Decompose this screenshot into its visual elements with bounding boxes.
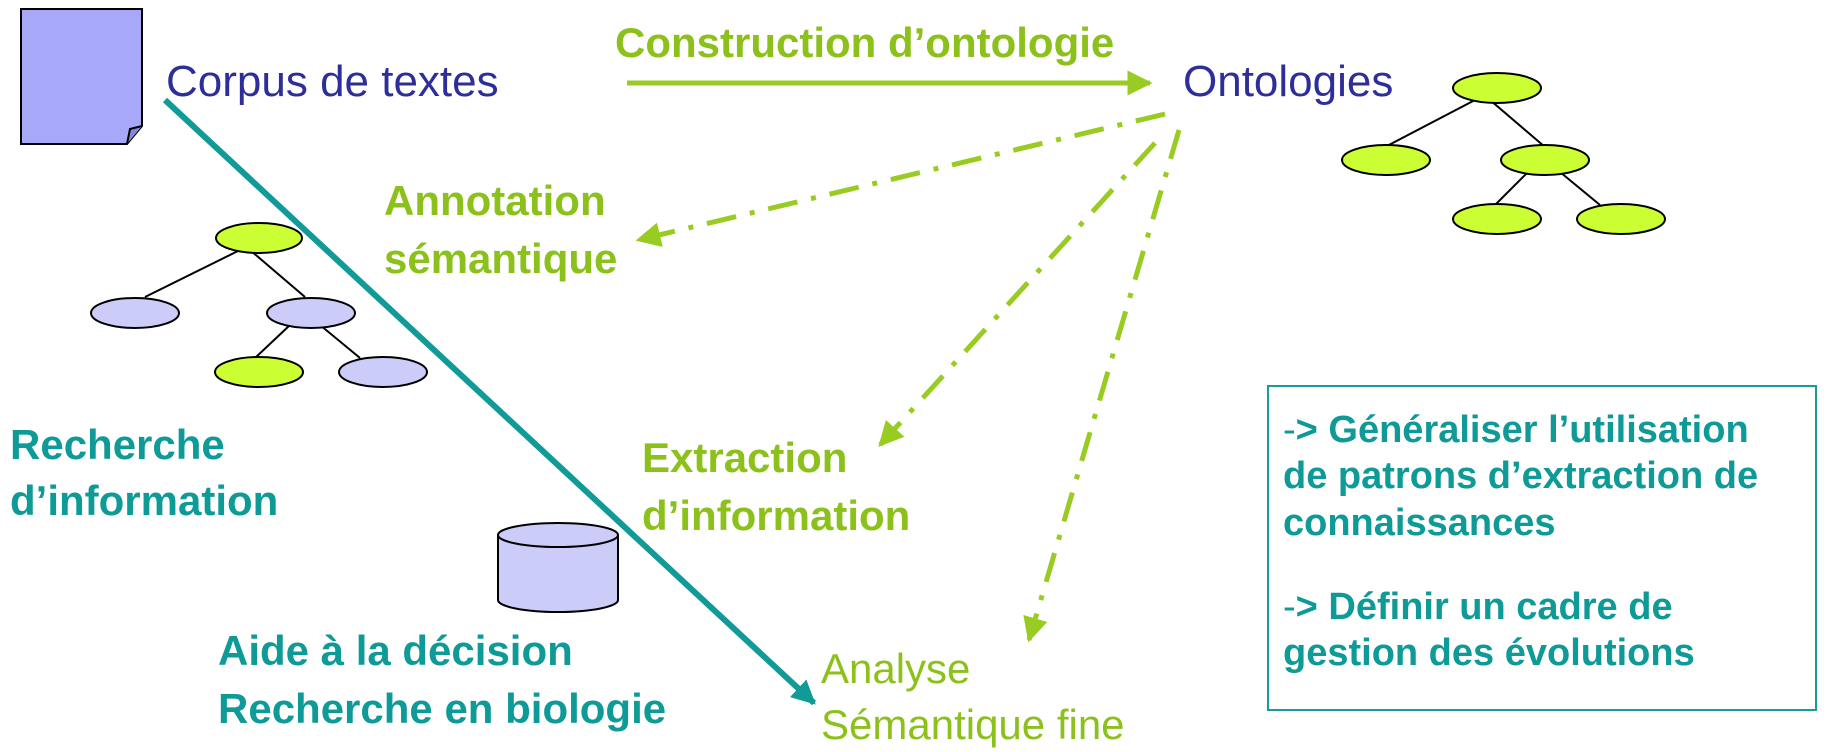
goal-2-prefix: - — [1283, 586, 1296, 629]
aide-label-line2: Recherche en biologie — [218, 685, 667, 732]
goal-2-text: > Définir un cadre de gestion des évolut… — [1283, 586, 1695, 675]
corpus-to-analyse-arrow — [162, 97, 817, 706]
recherche-info-label-line1: Recherche — [10, 421, 225, 468]
tree-icon — [90, 222, 428, 388]
goal-2: -> Définir un cadre de gestion des évolu… — [1283, 584, 1801, 677]
annotation-arrow — [635, 111, 1166, 247]
goal-1-text: > Généraliser l’utilisation de patrons d… — [1283, 409, 1759, 544]
extraction-arrow — [878, 141, 1157, 447]
document-icon — [20, 8, 143, 145]
goals-box: -> Généraliser l’utilisation de patrons … — [1267, 385, 1817, 711]
recherche-info-label-line2: d’information — [10, 477, 279, 524]
ontologies-label: Ontologies — [1183, 57, 1394, 106]
extraction-label-line2: d’information — [642, 492, 911, 539]
database-icon — [497, 522, 619, 613]
tree-icon — [1341, 72, 1666, 235]
analyse-label-line2: Sémantique fine — [821, 701, 1125, 748]
annotation-label-line2: sémantique — [384, 235, 618, 282]
analyse-arrow — [1023, 129, 1182, 643]
analyse-label-line1: Analyse — [821, 645, 971, 692]
aide-label-line1: Aide à la décision — [218, 627, 573, 674]
corpus-label: Corpus de textes — [166, 57, 499, 106]
extraction-label-line1: Extraction — [642, 434, 848, 481]
annotation-label-line1: Annotation — [384, 177, 606, 224]
construction-label: Construction d’ontologie — [615, 19, 1115, 66]
goal-1-prefix: - — [1283, 409, 1296, 451]
goal-1: -> Généraliser l’utilisation de patrons … — [1283, 407, 1801, 546]
